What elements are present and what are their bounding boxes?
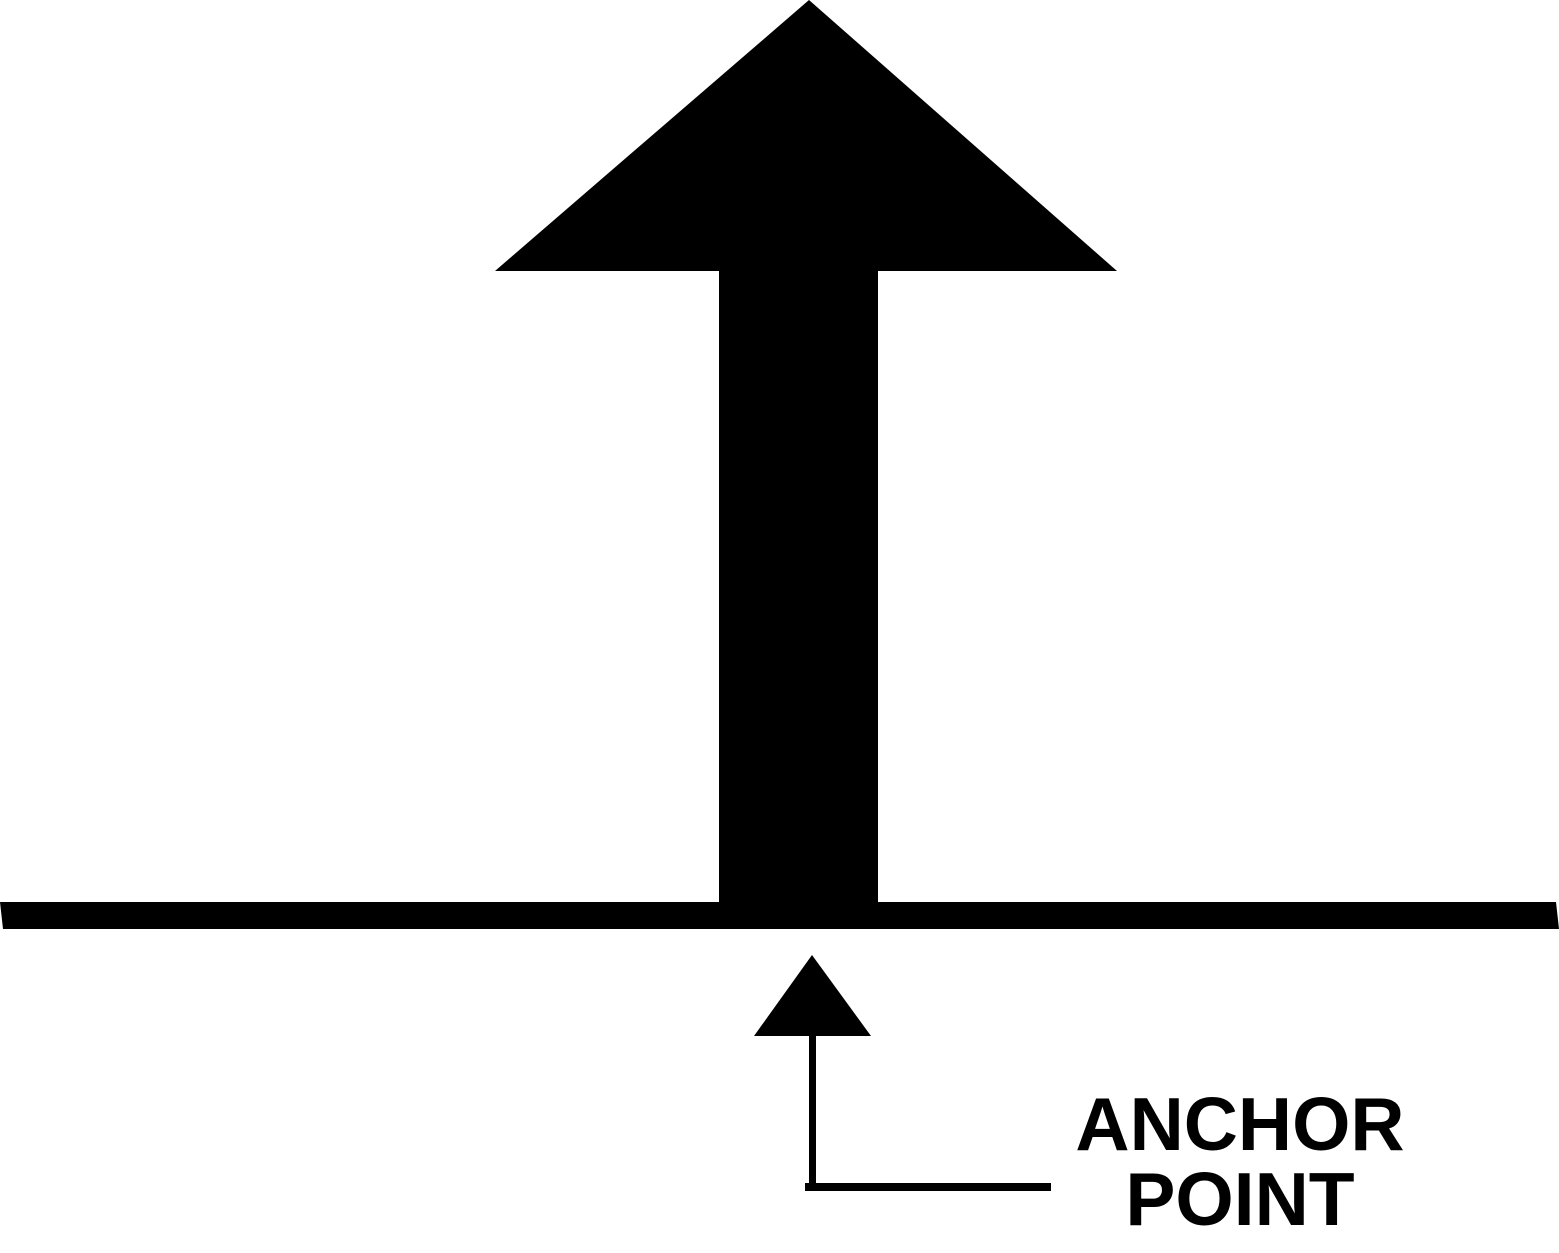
baseline <box>0 902 1559 929</box>
pointer-leader-horizontal <box>805 1183 1051 1191</box>
pointer-arrow-head-icon <box>754 955 871 1036</box>
label-line-1: ANCHOR <box>1075 1082 1404 1166</box>
pointer-leader-vertical <box>809 1034 816 1189</box>
label-line-2: POINT <box>1125 1157 1354 1241</box>
main-up-arrow-icon <box>495 0 1117 904</box>
